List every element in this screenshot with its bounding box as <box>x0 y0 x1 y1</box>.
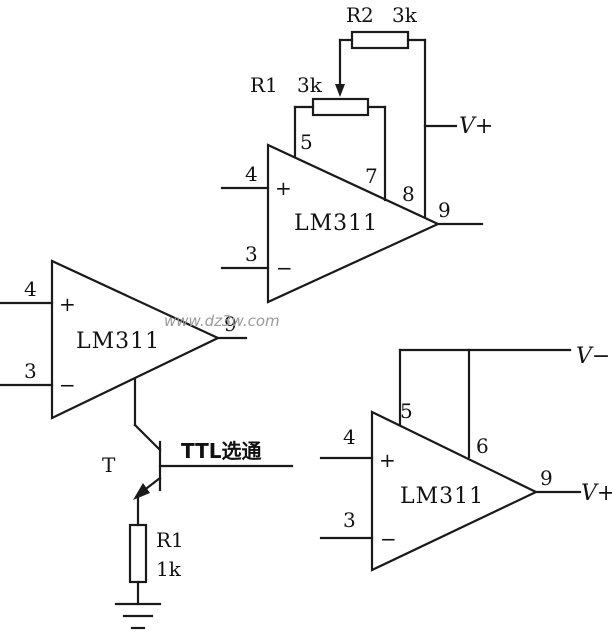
top-plus-sign: + <box>275 176 292 200</box>
watermark-text: www.dz3w.com <box>164 312 280 330</box>
right-supply-pos-label: V+ <box>581 481 612 506</box>
top-r2-label: R2 <box>346 3 374 27</box>
top-chip-label: LM311 <box>294 211 378 236</box>
top-comparator-circuit: R2 3k R1 3k 5 7 8 9 4 3 + − LM311 V+ <box>220 3 493 304</box>
top-pin7-label: 7 <box>365 164 378 188</box>
top-pin5-label: 5 <box>300 130 313 154</box>
left-r1-resistor <box>128 523 148 584</box>
left-pin3-label: 3 <box>24 359 37 383</box>
right-minus-sign: − <box>380 527 397 551</box>
right-chip-label: LM311 <box>400 484 484 509</box>
top-pin3-label: 3 <box>245 242 258 266</box>
right-pin4-label: 4 <box>343 425 356 449</box>
top-r2-resistor <box>350 30 410 50</box>
left-comparator-circuit: 4 3 + − LM311 9 T TTL选通 R1 1k <box>0 259 294 630</box>
top-supply-label: V+ <box>459 114 493 139</box>
left-chip-label: LM311 <box>76 329 160 354</box>
right-plus-sign: + <box>379 448 396 472</box>
right-pin5-label: 5 <box>400 399 413 423</box>
left-r1-value: 1k <box>156 557 182 581</box>
transistor-label: T <box>102 453 116 477</box>
left-minus-sign: − <box>59 373 76 397</box>
ttl-strobe-label: TTL选通 <box>181 439 262 463</box>
right-pin6-label: 6 <box>476 434 489 458</box>
right-pin3-label: 3 <box>343 508 356 532</box>
top-opamp-triangle <box>266 143 441 304</box>
right-pin9-label: 9 <box>540 466 553 490</box>
top-r2-value: 3k <box>392 3 418 27</box>
left-r1-label: R1 <box>156 528 184 552</box>
top-minus-sign: − <box>276 256 293 280</box>
top-pin8-label: 8 <box>402 182 415 206</box>
top-r1-value: 3k <box>297 73 323 97</box>
right-comparator-circuit: 5 6 4 3 + − LM311 9 V− V+ <box>319 344 612 572</box>
left-pin4-label: 4 <box>24 277 37 301</box>
top-wiper-arrow <box>335 84 345 97</box>
top-pin4-label: 4 <box>245 162 258 186</box>
top-r1-label: R1 <box>250 73 278 97</box>
left-pin9-label: 9 <box>224 312 237 336</box>
left-collector-wire <box>133 423 162 452</box>
left-plus-sign: + <box>59 292 76 316</box>
top-r1-resistor <box>311 97 370 117</box>
top-pin9-label: 9 <box>438 198 451 222</box>
right-supply-neg-label: V− <box>576 344 610 369</box>
right-opamp-triangle <box>370 410 539 572</box>
transistor-emitter-arrow <box>133 483 150 500</box>
